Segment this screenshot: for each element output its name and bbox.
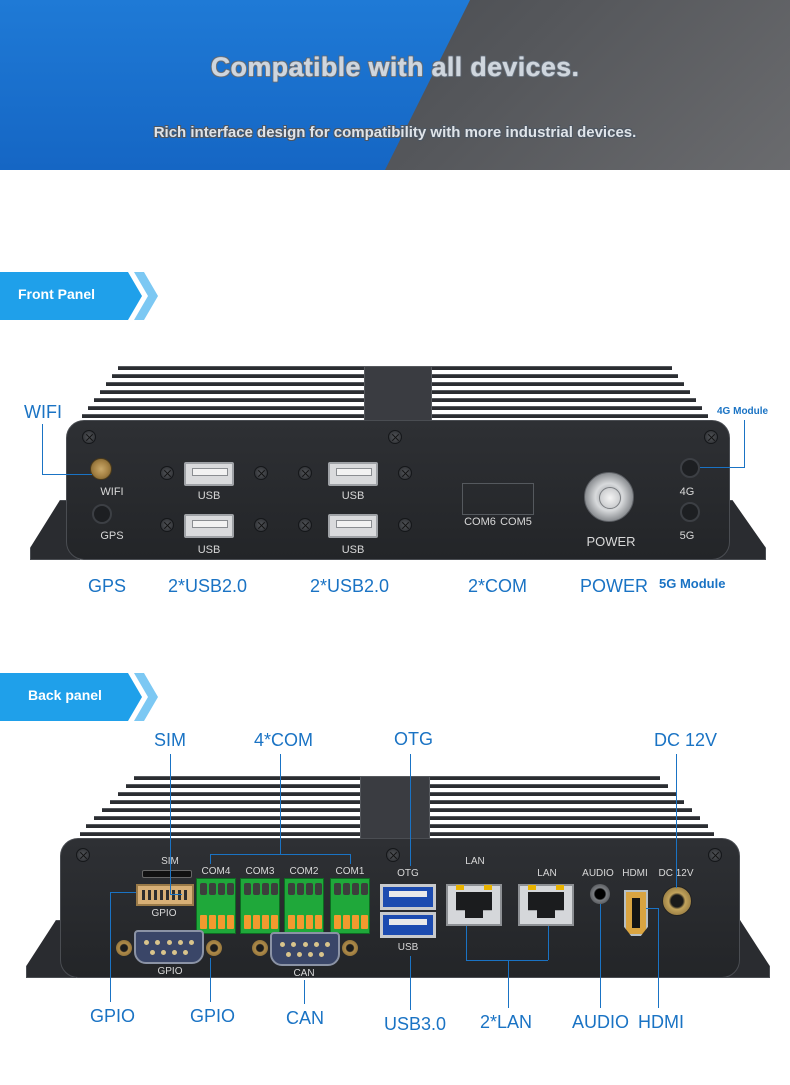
- gpio-header-connector: [136, 884, 194, 906]
- db9-screw-icon: [206, 940, 222, 956]
- gpio-header-label: GPIO: [151, 908, 177, 919]
- screw-icon: [76, 848, 90, 862]
- com6-port-label: COM6: [464, 516, 496, 528]
- gps-port-label: GPS: [100, 530, 124, 542]
- hdmi-port: [624, 890, 648, 936]
- can-db9-connector: [270, 932, 340, 966]
- dc-callout: DC 12V: [654, 730, 718, 750]
- gpio-header-callout: GPIO: [90, 1006, 136, 1026]
- usb2-right-callout: 2*USB2.0: [310, 576, 390, 596]
- lan2-port-label: LAN: [537, 868, 557, 879]
- wifi-antenna-connector: [90, 458, 112, 480]
- com-callout: 4*COM: [254, 730, 314, 750]
- usb-port-label: USB: [197, 544, 221, 556]
- com-callout: 2*COM: [468, 576, 528, 596]
- lan1-rj45-port: [446, 884, 502, 926]
- front-panel-ribbon: Front Panel: [0, 272, 160, 320]
- com4-port-label: COM4: [201, 866, 231, 877]
- screw-icon: [398, 518, 412, 532]
- back-panel-label: Back panel: [28, 687, 102, 703]
- banner-title: Compatible with all devices.: [210, 52, 580, 82]
- com1-port-label: COM1: [335, 866, 365, 877]
- screw-icon: [388, 430, 402, 444]
- db9-screw-icon: [342, 940, 358, 956]
- dc-port-label: DC 12V: [658, 868, 694, 879]
- front-panel-label: Front Panel: [18, 286, 96, 302]
- 4g-port-label: 4G: [679, 486, 695, 498]
- usb2-port: [328, 514, 378, 538]
- gpio-db9-callout: GPIO: [190, 1006, 236, 1026]
- can-port-label: CAN: [293, 968, 315, 979]
- 4g-module-callout: 4G Module: [717, 406, 769, 417]
- db9-screw-icon: [116, 940, 132, 956]
- screw-icon: [298, 518, 312, 532]
- lan1-port-label: LAN: [465, 856, 485, 867]
- screw-icon: [254, 466, 268, 480]
- otg-port-label: OTG: [397, 868, 419, 879]
- screw-icon: [398, 466, 412, 480]
- screw-icon: [82, 430, 96, 444]
- screw-icon: [704, 430, 718, 444]
- usb-port-label: USB: [341, 490, 365, 502]
- usb-port-label: USB: [197, 490, 221, 502]
- sim-callout: SIM: [154, 730, 187, 750]
- com-cutout: [462, 483, 534, 515]
- com3-port-label: COM3: [245, 866, 275, 877]
- lan2-rj45-port: [518, 884, 574, 926]
- 5g-antenna-hole: [680, 502, 700, 522]
- com4-terminal-block: [196, 878, 236, 934]
- hero-banner: Compatible with all devices. Rich interf…: [0, 0, 790, 170]
- usb2-port: [328, 462, 378, 486]
- 4g-antenna-hole: [680, 458, 700, 478]
- usb2-port: [184, 462, 234, 486]
- otg-callout: OTG: [394, 729, 433, 749]
- sim-card-slot: [142, 870, 192, 878]
- hdmi-callout: HDMI: [638, 1012, 684, 1032]
- power-port-label: POWER: [586, 534, 636, 549]
- hdmi-port-label: HDMI: [622, 868, 648, 879]
- usb3-otg-port: [380, 884, 436, 910]
- audio-port-label: AUDIO: [582, 868, 614, 879]
- wifi-port-label: WIFI: [100, 486, 124, 498]
- audio-jack-port: [590, 884, 610, 904]
- usb2-port: [184, 514, 234, 538]
- screw-icon: [254, 518, 268, 532]
- usb-port-label: USB: [397, 942, 419, 953]
- can-callout: CAN: [286, 1008, 325, 1028]
- screw-icon: [298, 466, 312, 480]
- banner-subtitle: Rich interface design for compatibility …: [153, 124, 637, 141]
- com5-port-label: COM5: [500, 516, 532, 528]
- 5g-module-callout: 5G Module: [659, 576, 726, 591]
- com1-terminal-block: [330, 878, 370, 934]
- gps-callout: GPS: [88, 576, 127, 596]
- screw-icon: [160, 518, 174, 532]
- gps-antenna-hole: [92, 504, 112, 524]
- lan-callout: 2*LAN: [480, 1012, 533, 1032]
- 5g-port-label: 5G: [679, 530, 695, 542]
- power-button-icon: [584, 472, 634, 522]
- usb2-left-callout: 2*USB2.0: [168, 576, 248, 596]
- screw-icon: [708, 848, 722, 862]
- db9-screw-icon: [252, 940, 268, 956]
- wifi-callout: WIFI: [24, 402, 62, 422]
- audio-callout: AUDIO: [572, 1012, 630, 1032]
- back-panel-ribbon: Back panel: [0, 673, 160, 721]
- screw-icon: [160, 466, 174, 480]
- usb3-port: [380, 912, 436, 938]
- power-callout: POWER: [580, 576, 649, 596]
- screw-icon: [386, 848, 400, 862]
- usb-port-label: USB: [341, 544, 365, 556]
- dc-power-jack: [662, 886, 692, 916]
- gpio-db9-connector: [134, 930, 204, 964]
- com2-port-label: COM2: [289, 866, 319, 877]
- gpio-db9-label: GPIO: [157, 966, 183, 977]
- usb3-callout: USB3.0: [384, 1014, 447, 1034]
- com2-terminal-block: [284, 878, 324, 934]
- com3-terminal-block: [240, 878, 280, 934]
